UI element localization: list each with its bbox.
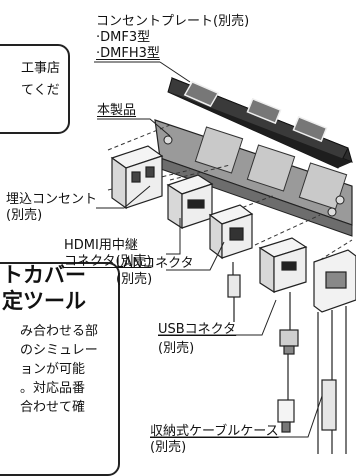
info-box-bottom-title1: トカバー — [2, 263, 86, 287]
label-hdmi-line1: HDMI用中継 — [64, 238, 138, 253]
lan-module-illustration — [208, 204, 254, 322]
info-box-top — [0, 44, 70, 134]
info-box-bottom-title2: 定ツール — [2, 289, 86, 313]
label-product: 本製品 — [97, 103, 137, 118]
label-usb-line1: USBコネクタ — [158, 322, 237, 337]
info-box-top-line1: 工事店 — [21, 61, 61, 76]
cable-case-illustration — [313, 249, 356, 454]
label-hdmi-line2: コネクタ(別売) — [64, 254, 152, 269]
info-box-bottom-body-1: み合わせる部 — [20, 324, 99, 339]
label-case-line1: 収納式ケーブルケース — [150, 424, 279, 439]
label-lan-line1: LANコネクタ — [116, 256, 194, 271]
info-box-top-line2: てくだ — [21, 83, 60, 98]
label-outlet-line1: 埋込コンセント — [6, 192, 98, 207]
outlet-module-illustration — [110, 145, 164, 210]
mounting-frame-illustration — [154, 119, 353, 237]
label-usb-line2: (別売) — [158, 341, 195, 356]
wiring-diagram — [94, 61, 356, 454]
info-box-bottom-body-4: 。対応品番 — [20, 381, 86, 396]
info-box-bottom-body-2: のシミュレー — [20, 343, 98, 358]
label-dmf3: ·DMF3型 — [96, 30, 151, 45]
label-dmfh3: ·DMFH3型 — [96, 46, 160, 61]
label-outlet-plate: コンセントプレート(別売) — [96, 14, 250, 29]
info-box-bottom-body-3: ョンが可能 — [20, 362, 86, 377]
hdmi-module-illustration — [166, 174, 214, 230]
info-box-bottom — [0, 262, 120, 476]
outlet-plate-illustration — [167, 77, 353, 169]
label-case-line2: (別売) — [150, 440, 187, 455]
label-lan-line2: (別売) — [116, 272, 153, 287]
label-outlet-line2: (別売) — [6, 208, 43, 223]
info-box-bottom-body-5: 合わせて確 — [20, 400, 86, 415]
usb-module-illustration — [258, 237, 308, 433]
